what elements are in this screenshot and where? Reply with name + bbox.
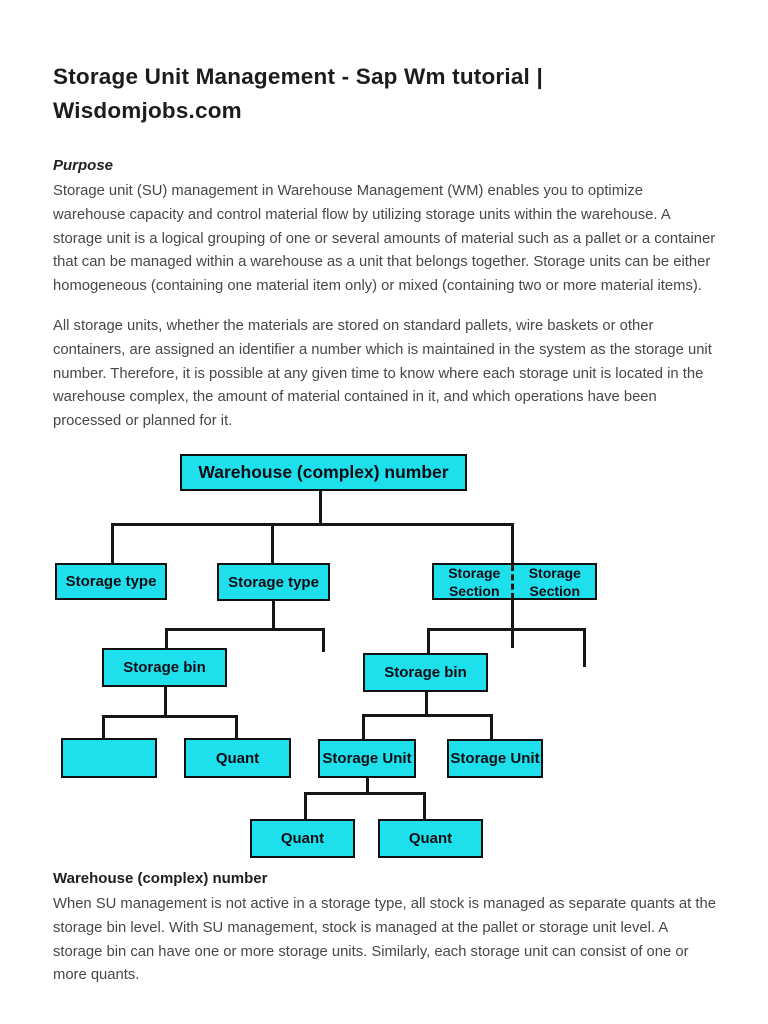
diagram-node-storage-unit-1: Storage Unit — [318, 739, 416, 778]
connector-line-hanging — [322, 628, 325, 652]
diagram-node-storage-type-2: Storage type — [217, 563, 330, 601]
connector-line — [271, 523, 274, 563]
page-title: Storage Unit Management - Sap Wm tutoria… — [53, 64, 543, 123]
connector-line — [102, 715, 238, 718]
diagram-node-storage-section-left: Storage Section — [448, 564, 501, 599]
warehouse-number-paragraph: When SU management is not active in a st… — [53, 896, 716, 984]
connector-line — [362, 714, 365, 740]
diagram-node-storage-type-1: Storage type — [55, 563, 167, 600]
connector-line — [235, 715, 238, 739]
connector-line — [366, 778, 369, 795]
purpose-heading: Purpose — [53, 157, 114, 174]
connector-line — [362, 714, 493, 717]
purpose-paragraph: Storage unit (SU) management in Warehous… — [53, 183, 716, 295]
connector-line — [111, 523, 114, 563]
connector-line — [165, 628, 168, 650]
connector-line — [490, 714, 493, 740]
diagram-node-storage-sections: Storage Section Storage Section — [432, 563, 597, 600]
connector-line — [423, 792, 426, 820]
connector-line — [427, 628, 586, 631]
connector-line — [511, 600, 514, 648]
connector-line — [111, 523, 514, 526]
diagram-node-quant-3: Quant — [378, 819, 483, 858]
connector-line — [272, 601, 275, 631]
connector-line — [304, 792, 307, 820]
connector-line-hanging — [583, 628, 586, 667]
connector-line — [511, 523, 514, 563]
section-divider-dashed-line — [511, 565, 514, 599]
connector-line — [304, 792, 426, 795]
connector-line — [427, 628, 430, 655]
storage-units-paragraph: All storage units, whether the materials… — [53, 318, 712, 430]
connector-line — [165, 628, 325, 631]
connector-line — [164, 687, 167, 718]
diagram-node-storage-bin-right: Storage bin — [363, 653, 488, 692]
diagram-node-unlabeled — [61, 738, 157, 778]
diagram-node-quant-2: Quant — [250, 819, 355, 858]
diagram-node-storage-section-right: Storage Section — [528, 564, 581, 599]
connector-line — [319, 491, 322, 526]
diagram-node-storage-unit-2: Storage Unit — [447, 739, 543, 778]
diagram-node-quant-1: Quant — [184, 738, 291, 778]
connector-line — [425, 692, 428, 717]
warehouse-number-heading: Warehouse (complex) number — [53, 870, 268, 887]
diagram-node-warehouse-number: Warehouse (complex) number — [180, 454, 467, 491]
connector-line — [102, 715, 105, 739]
diagram-node-storage-bin-left: Storage bin — [102, 648, 227, 687]
